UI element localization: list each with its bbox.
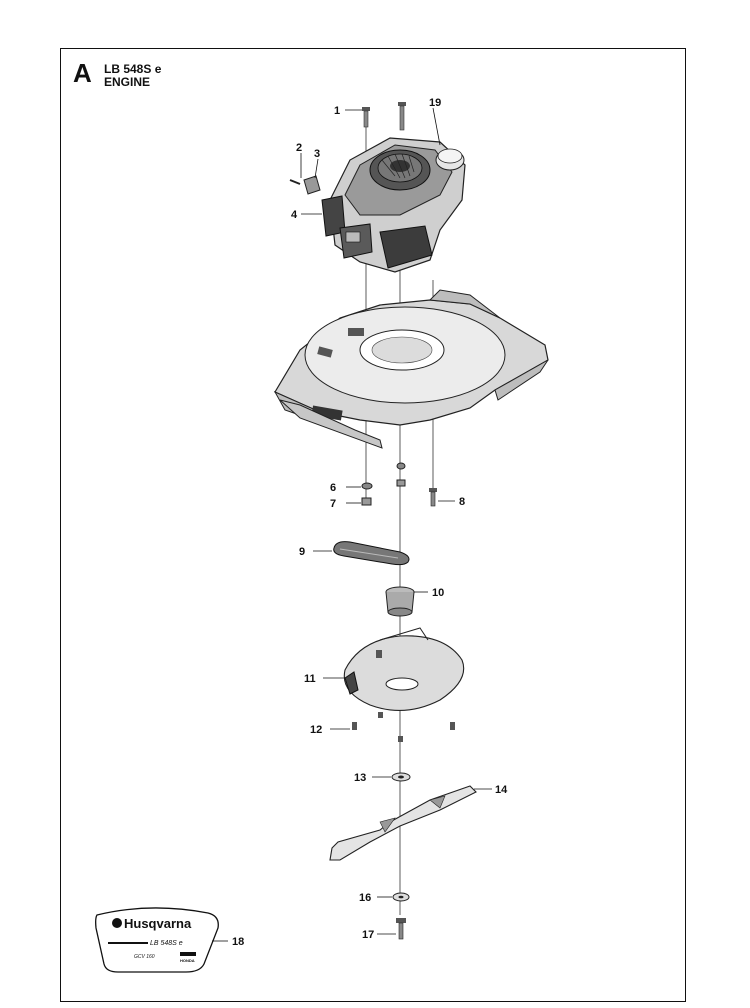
decal-model: LB 548S e [150,940,183,947]
decal-engine: GCV 160 [134,954,155,960]
cover-plate-11-part [343,627,465,711]
bolt-19-left-part [398,102,406,131]
decal-brand: Husqvarna [124,916,192,931]
callout-8: 8 [459,496,465,508]
callout-7: 7 [330,498,336,510]
callout-17: 17 [362,929,374,941]
decal-18-part [95,907,219,973]
washer-16-part [392,892,410,902]
callout-9: 9 [299,546,305,558]
callout-13: 13 [354,772,366,784]
bolt-1-part [362,107,370,128]
callout-3: 3 [314,148,320,160]
section-letter: A [73,58,92,88]
page-frame [60,48,686,1002]
pulley-10-part [385,586,415,617]
bolt-17-part [396,918,406,940]
mower-deck-part [273,289,549,449]
callout-19: 19 [429,97,441,109]
decal-engine-brand: HONDA [180,958,195,963]
callout-18: 18 [232,936,244,948]
bolt-8-part [429,488,437,507]
clip-3-part [303,175,321,195]
callout-10: 10 [432,587,444,599]
belt-9-part [333,541,410,566]
blade-14-part [329,785,477,861]
model-title: LB 548S e [104,62,162,76]
callout-6: 6 [330,482,336,494]
washer-13-part [391,772,411,782]
screw-2-part [289,179,301,185]
group-title: ENGINE [104,75,151,89]
callout-14: 14 [495,784,508,796]
callout-4: 4 [291,209,298,221]
screws-12-part [352,712,455,742]
callout-11: 11 [304,673,316,685]
leader-lines [212,107,492,942]
nut-7-part [361,479,406,506]
engine-part [321,137,466,273]
callout-2: 2 [296,142,302,154]
callout-12: 12 [310,724,322,736]
callout-16: 16 [359,892,371,904]
callout-1: 1 [334,105,340,117]
washer-6-part [361,462,406,490]
